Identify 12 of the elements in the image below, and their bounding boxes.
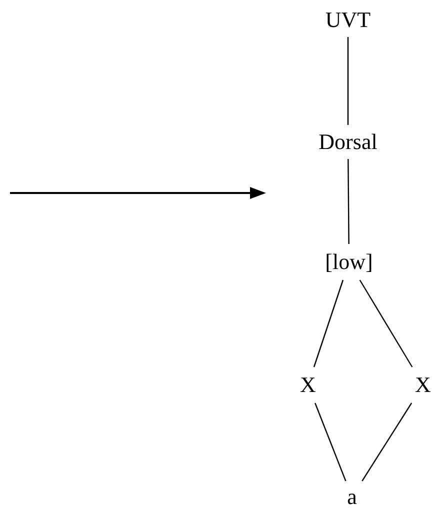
connector-line bbox=[313, 280, 344, 368]
connector-line bbox=[362, 402, 412, 482]
node-label: Dorsal bbox=[318, 131, 378, 153]
connector-line bbox=[348, 159, 350, 244]
node-label: UVT bbox=[325, 9, 371, 31]
node-label: [low] bbox=[325, 251, 373, 273]
node-label: X bbox=[300, 374, 316, 396]
node-label: X bbox=[415, 374, 431, 396]
node-label: a bbox=[347, 486, 357, 508]
connector-line bbox=[359, 280, 413, 368]
connector-line bbox=[314, 402, 346, 482]
connector-line bbox=[347, 37, 349, 125]
